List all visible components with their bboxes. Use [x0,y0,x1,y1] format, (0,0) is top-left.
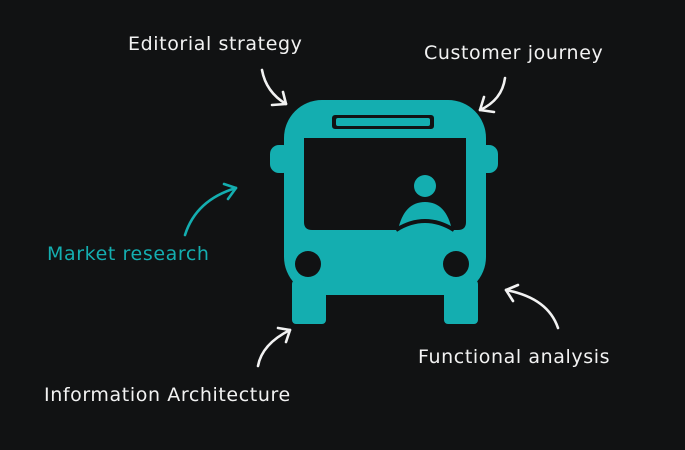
steering-wheel [394,219,456,232]
bus-sign-inner [336,118,430,126]
arrow-customer-journey [478,76,507,114]
arrow-functional-analysis [504,283,560,330]
bus-headlight-left [295,251,321,277]
bus-headlight-right [443,251,469,277]
arrow-editorial-strategy [260,68,288,107]
label-functional-analysis: Functional analysis [418,346,611,368]
label-editorial-strategy: Editorial strategy [128,33,303,55]
label-market-research: Market research [47,243,210,265]
label-customer-journey: Customer journey [424,42,604,64]
label-information-architecture: Information Architecture [44,384,291,406]
arrow-information-architecture [256,326,292,368]
arrow-market-research [183,182,238,237]
